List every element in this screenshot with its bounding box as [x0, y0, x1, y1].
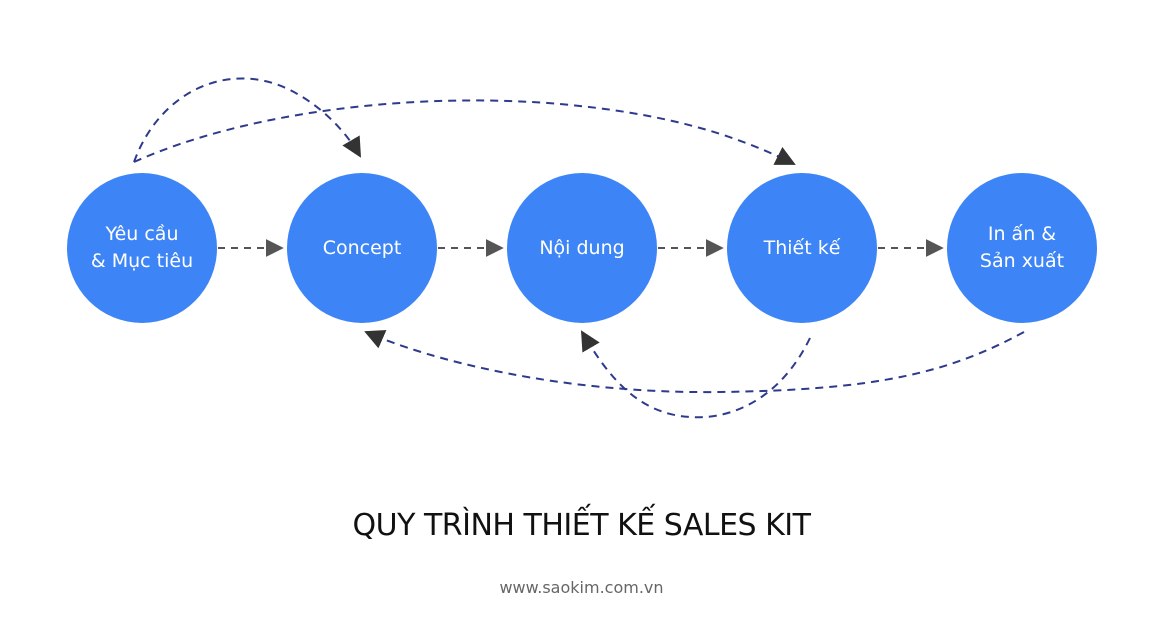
node-label-line: Nội dung [539, 236, 625, 259]
node-label-line: Concept [322, 236, 402, 259]
website-footer: www.saokim.com.vn [499, 578, 664, 597]
node-concept: Concept [287, 173, 437, 323]
node-noi-dung: Nội dung [507, 173, 657, 323]
node-thiet-ke: Thiết kế [727, 173, 877, 323]
node-label-line: Yêu cầu [105, 223, 179, 245]
arc-thietke-to-noidung [580, 330, 811, 419]
node-label-line: Thiết kế [763, 236, 841, 259]
node-label-line: Sản xuất [979, 250, 1065, 272]
arc-yeucau-to-concept [133, 77, 361, 163]
diagram-title: QUY TRÌNH THIẾT KẾ SALES KIT [352, 508, 811, 543]
arc-yeucau-to-thietke [133, 99, 796, 165]
node-in-an-san-xuat: In ấn & Sản xuất [947, 173, 1097, 323]
node-label-line: & Mục tiêu [90, 250, 194, 272]
arc-inan-to-concept [364, 330, 1025, 394]
node-label-line: In ấn & [987, 223, 1057, 245]
node-yeu-cau-muc-tieu: Yêu cầu & Mục tiêu [67, 173, 217, 323]
